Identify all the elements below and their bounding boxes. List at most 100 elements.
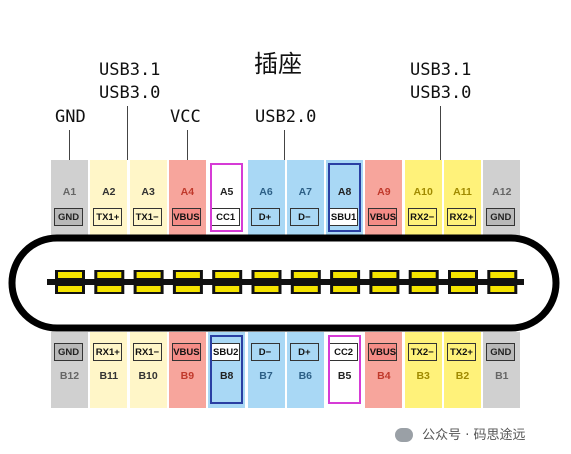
bottom-pin-number: B11 [99, 370, 119, 382]
contact-pad-bottom [254, 286, 279, 292]
top-pin-number: A9 [377, 186, 391, 198]
top-signal-label: RX2− [407, 208, 437, 226]
bottom-signal-label: RX1− [132, 343, 162, 361]
bottom-signal-label: D− [250, 343, 280, 361]
bottom-pin-cell: B12 GND [51, 332, 88, 408]
bottom-pin-cell: B4 VBUS [365, 332, 403, 408]
top-pin-number: A12 [492, 186, 512, 198]
bottom-pin-cell: B1 GND [483, 332, 521, 408]
contact-pad-bottom [293, 286, 318, 292]
bottom-pin-number: B4 [377, 370, 391, 382]
label-vcc: VCC [170, 107, 201, 127]
bottom-signal-label: VBUS [171, 343, 201, 361]
bottom-pin-number: B9 [180, 370, 195, 382]
bottom-pin-cell: B11 RX1+ [90, 332, 128, 408]
bottom-pin-number: B3 [416, 370, 430, 382]
top-signal-label: D− [289, 208, 319, 226]
page-title: 插座 [254, 50, 302, 78]
bottom-pin-number: B8 [219, 370, 234, 382]
chat-bubble-icon [395, 427, 413, 442]
bottom-signal-label: RX1+ [93, 343, 123, 361]
contact-pad-bottom [451, 286, 475, 292]
top-signal-label: VBUS [368, 208, 398, 226]
contact-pad-top [58, 272, 82, 278]
label-usb31-right: USB3.1 [410, 60, 472, 80]
label-gnd: GND [55, 107, 86, 127]
bottom-pin-cell: B2 TX2+ [444, 332, 481, 408]
bottom-pin-cell: B10 RX1− [129, 332, 167, 408]
leader-line-gnd [69, 130, 70, 160]
top-signal-label: TX1− [132, 208, 162, 226]
contact-pad-top [451, 272, 475, 278]
contact-pad-top [215, 272, 240, 278]
top-signal-label: TX1+ [93, 208, 123, 226]
contact-pad-top [411, 272, 436, 278]
bottom-signal-label: GND [486, 343, 516, 361]
contact-pad-bottom [411, 286, 436, 292]
bottom-pin-number: B7 [259, 370, 273, 382]
bottom-pin-number: B5 [337, 370, 352, 382]
top-pin-number: A6 [259, 186, 273, 198]
bottom-pin-number: B10 [138, 370, 158, 382]
contact-pad-top [97, 272, 122, 278]
label-usb30-right: USB3.0 [410, 83, 472, 103]
bottom-pin-cell: B6 D+ [286, 332, 324, 408]
contact-pad-top [136, 272, 161, 278]
contact-pad-top [333, 272, 358, 278]
leader-line-usb20 [284, 130, 285, 160]
bottom-pin-number: B6 [298, 370, 313, 382]
top-pin-number: A10 [413, 186, 433, 198]
bottom-signal-label: VBUS [368, 343, 398, 361]
bottom-pin-number: B2 [455, 370, 470, 382]
contact-pad-bottom [175, 286, 200, 292]
top-sbu-highlight [328, 163, 362, 232]
label-usb31-left: USB3.1 [99, 60, 161, 80]
contact-pad-bottom [136, 286, 161, 292]
top-signal-label: GND [486, 208, 516, 226]
contact-pad-top [490, 272, 515, 278]
watermark-text: 公众号 · 码思途远 [422, 428, 526, 443]
top-pin-number: A8 [337, 186, 352, 198]
bottom-signal-label: GND [54, 343, 83, 361]
bottom-pin-cell: B3 TX2− [404, 332, 442, 408]
top-pin-number: A5 [219, 186, 234, 198]
bottom-signal-label: TX2− [407, 343, 437, 361]
contact-pad-bottom [333, 286, 358, 292]
top-pin-number: A4 [180, 186, 195, 198]
contact-pad-bottom [58, 286, 82, 292]
bottom-pin-cell: B9 VBUS [168, 332, 206, 408]
bottom-pin-number: B1 [495, 370, 509, 382]
leader-line-vcc [187, 130, 188, 160]
label-usb30-left: USB3.0 [99, 83, 161, 103]
contact-pad-top [254, 272, 279, 278]
contact-pad-top [175, 272, 200, 278]
top-signal-label: RX2+ [447, 208, 476, 226]
top-pin-number: A3 [141, 186, 155, 198]
bottom-signal-label: TX2+ [447, 343, 476, 361]
bottom-sbu-highlight [210, 335, 244, 404]
top-signal-label: D+ [250, 208, 280, 226]
top-cc-highlight [210, 163, 244, 232]
contact-pad-top [372, 272, 397, 278]
contact-pad-bottom [372, 286, 397, 292]
bottom-pin-number: B12 [59, 370, 80, 382]
top-signal-label: VBUS [171, 208, 201, 226]
contact-pad-top [293, 272, 318, 278]
bottom-signal-label: D+ [289, 343, 319, 361]
contact-pad-bottom [215, 286, 240, 292]
top-pin-number: A11 [453, 186, 472, 198]
top-pin-number: A1 [62, 186, 77, 198]
